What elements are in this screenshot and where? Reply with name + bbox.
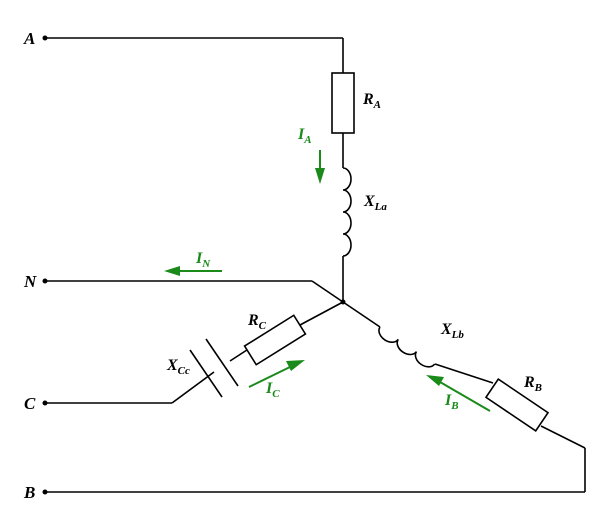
current-arrow-a [315,150,325,184]
terminal-n-label: N [23,272,37,291]
terminal-c-dot [42,400,48,406]
neutral-branch [45,280,344,303]
inductor-b [378,326,436,368]
resistor-c-label: RC [247,312,267,332]
current-arrow-b [426,375,491,412]
terminal-a-label: A [23,29,35,48]
current-arrow-n [164,266,222,276]
current-arrow-c [248,360,305,388]
terminal-b-label: B [23,483,35,502]
capacitor-c-plate-1 [189,349,223,398]
inductor-a [342,167,352,257]
phase-c-branch [45,301,344,404]
current-a-label: IA [297,126,312,146]
terminal-c-label: C [24,394,36,413]
terminal-b-dot [42,489,48,495]
resistor-a [331,72,355,134]
phase-a-branch [45,37,355,302]
current-n-label: IN [195,250,211,270]
inductor-b-label: XLb [440,321,464,341]
capacitor-c-label: XCc [166,357,190,377]
star-node-dot [340,299,346,305]
resistor-b [484,377,550,433]
current-c-label: IC [265,380,280,400]
current-b-label: IB [444,392,459,412]
resistor-b-label: RB [523,374,542,394]
resistor-a-label: RA [362,91,381,111]
terminal-n-dot [42,278,48,284]
terminal-a-dot [42,35,48,41]
resistor-c [243,314,307,366]
inductor-a-label: XLa [363,193,387,213]
capacitor-c-plate-2 [205,338,239,387]
phase-b-branch [45,301,586,493]
